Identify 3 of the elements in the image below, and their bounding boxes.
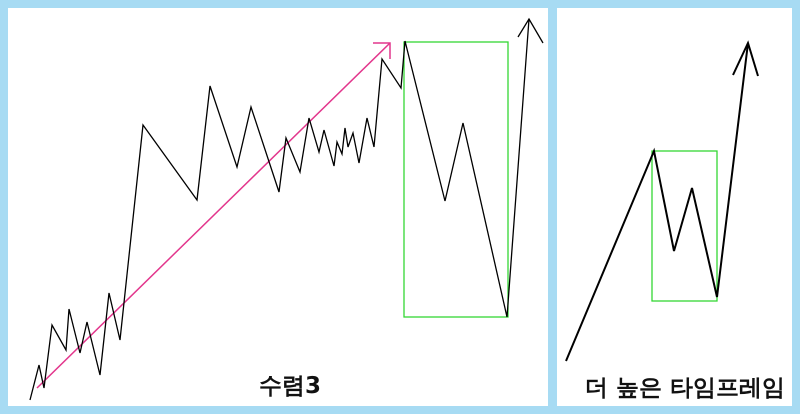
panel-label: 수렴3 <box>259 372 322 400</box>
chart-panel <box>557 8 792 406</box>
panel-label: 더 높은 타임프레임 <box>585 374 786 402</box>
